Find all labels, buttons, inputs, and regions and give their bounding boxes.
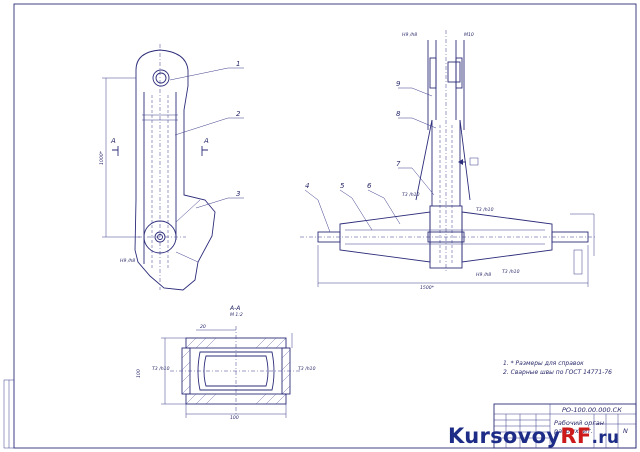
pos-1: 1 — [236, 60, 240, 68]
right-length-dim: 1500* — [420, 285, 435, 291]
pos-4: 4 — [305, 182, 309, 190]
part-name-line1: Рабочий орган — [554, 419, 604, 427]
right-view-assembly: 1500* 4 5 6 7 8 9 Н9 /h8 М10 Т3 /h10 Т3 … — [300, 30, 596, 291]
watermark-suffix: .ru — [591, 428, 620, 448]
svg-text:100: 100 — [230, 415, 239, 421]
svg-text:М10: М10 — [464, 32, 474, 38]
svg-text:Т3 /h10: Т3 /h10 — [502, 269, 520, 275]
svg-text:Н9 /h8: Н9 /h8 — [120, 258, 135, 264]
svg-text:100: 100 — [136, 369, 142, 378]
section-mark-left: А — [110, 137, 116, 145]
pos-5: 5 — [340, 182, 345, 190]
pos-3: 3 — [236, 190, 240, 198]
sheet-frame — [13, 3, 637, 449]
watermark: KursovoyRF.ru — [448, 424, 619, 448]
pos-6: 6 — [367, 182, 372, 190]
svg-text:Т3 /h10: Т3 /h10 — [298, 366, 316, 372]
pos-8: 8 — [396, 110, 401, 118]
svg-text:Н9 /h8: Н9 /h8 — [476, 272, 491, 278]
svg-text:Т3 /h10: Т3 /h10 — [152, 366, 170, 372]
title-block: РО-100.00.000.СК Рабочий орган разрыхлит… — [493, 403, 637, 449]
left-view-arm: А А 1000* 1 2 3 Н9 /h8 — [99, 44, 244, 291]
pos-9: 9 — [396, 80, 401, 88]
section-scale: М 1:2 — [230, 312, 243, 318]
watermark-accent: RF — [560, 424, 592, 448]
section-a-a: А-А М 1:2 10 — [136, 305, 316, 421]
section-mark-right: А — [203, 137, 209, 145]
svg-text:Н9 /h8: Н9 /h8 — [402, 32, 417, 38]
note-2: 2. Сварные швы по ГОСТ 14771-76 — [503, 369, 612, 376]
note-1: 1. * Размеры для справок — [503, 360, 584, 367]
pos-7: 7 — [396, 160, 401, 168]
part-name-line2: разрыхлит. — [553, 427, 593, 435]
sheet-letter: N — [623, 427, 628, 435]
left-height-dim: 1000* — [99, 150, 105, 165]
svg-text:Т3 /h10: Т3 /h10 — [402, 192, 420, 198]
watermark-main: Kursovoy — [448, 424, 561, 448]
pos-2: 2 — [236, 110, 241, 118]
section-title: А-А — [229, 305, 240, 312]
designation: РО-100.00.000.СК — [562, 406, 622, 414]
svg-text:Т3 /h10: Т3 /h10 — [476, 207, 494, 213]
svg-text:20: 20 — [200, 324, 206, 330]
